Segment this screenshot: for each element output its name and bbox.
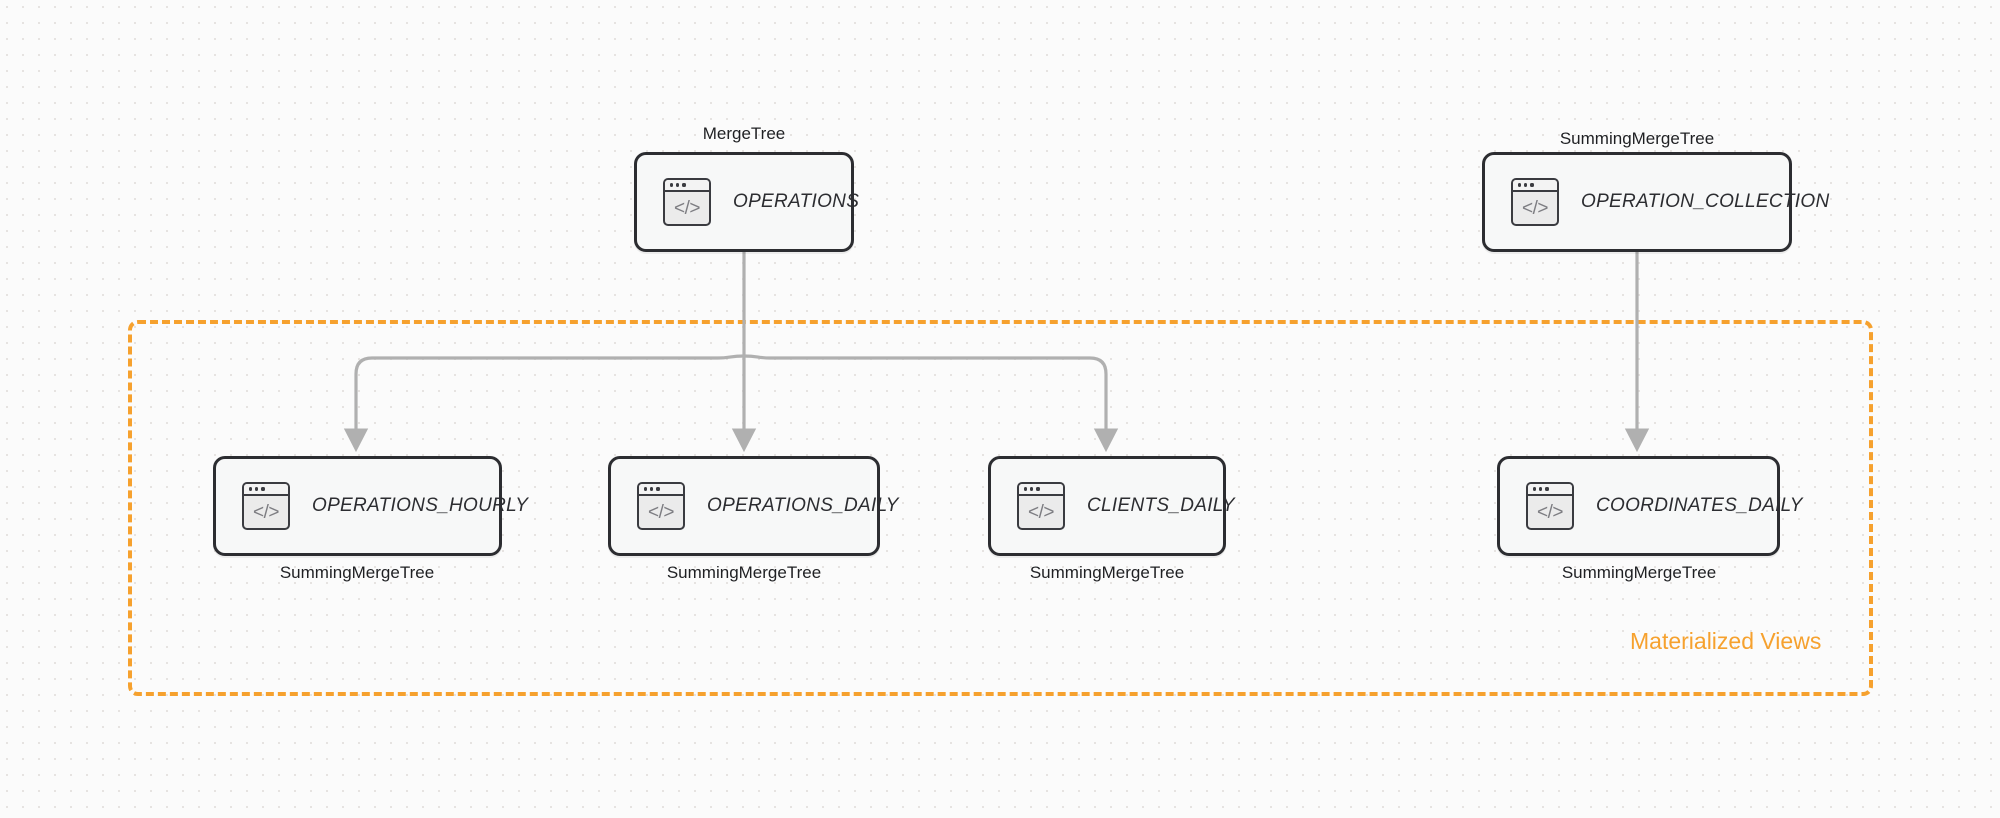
- caption-operations-hourly-engine: SummingMergeTree: [279, 563, 435, 582]
- icon-dot: [1539, 487, 1543, 491]
- icon-dot: [1030, 487, 1034, 491]
- icon-code-glyph: </>: [1522, 197, 1548, 219]
- caption-coordinates-daily-engine: SummingMergeTree: [1561, 563, 1717, 582]
- materialized-views-group-label: Materialized Views: [1630, 628, 1822, 654]
- icon-dot: [1518, 183, 1522, 187]
- node-label-operation-collection: OPERATION_COLLECTION: [1581, 191, 1830, 212]
- node-clients-daily[interactable]: </> CLIENTS_DAILY: [988, 456, 1235, 556]
- icon-dot: [670, 183, 674, 187]
- code-window-icon: </>: [663, 178, 711, 226]
- node-operations-hourly[interactable]: </> OPERATIONS_HOURLY: [213, 456, 528, 556]
- icon-dot: [656, 487, 660, 491]
- node-label-clients-daily: CLIENTS_DAILY: [1087, 495, 1235, 516]
- node-coordinates-daily[interactable]: </> COORDINATES_DAILY: [1497, 456, 1802, 556]
- node-label-operations: OPERATIONS: [733, 191, 860, 212]
- code-window-icon: </>: [1017, 482, 1065, 530]
- icon-dot: [1524, 183, 1528, 187]
- icon-dot: [1545, 487, 1549, 491]
- code-window-icon: </>: [637, 482, 685, 530]
- icon-dot: [249, 487, 253, 491]
- caption-clients-daily-engine: SummingMergeTree: [1029, 563, 1185, 582]
- icon-titlebar: [639, 484, 683, 496]
- icon-dot: [1533, 487, 1537, 491]
- icon-titlebar: [1513, 180, 1557, 192]
- icon-dot: [1024, 487, 1028, 491]
- icon-dot: [255, 487, 259, 491]
- node-label-coordinates-daily: COORDINATES_DAILY: [1596, 495, 1803, 516]
- icon-dot: [682, 183, 686, 187]
- icon-titlebar: [244, 484, 288, 496]
- icon-code-glyph: </>: [1028, 501, 1054, 523]
- code-window-icon: </>: [1511, 178, 1559, 226]
- icon-dot: [650, 487, 654, 491]
- icon-titlebar: [1019, 484, 1063, 496]
- icon-dot: [676, 183, 680, 187]
- caption-operation-collection-engine: SummingMergeTree: [1559, 129, 1715, 148]
- icon-dot: [1036, 487, 1040, 491]
- icon-code-glyph: </>: [674, 197, 700, 219]
- icon-code-glyph: </>: [1537, 501, 1563, 523]
- icon-dot: [1530, 183, 1534, 187]
- node-operations[interactable]: </> OPERATIONS: [634, 152, 859, 252]
- node-label-operations-hourly: OPERATIONS_HOURLY: [312, 495, 529, 516]
- code-window-icon: </>: [1526, 482, 1574, 530]
- caption-operations-engine: MergeTree: [702, 124, 786, 143]
- caption-operations-daily-engine: SummingMergeTree: [666, 563, 822, 582]
- materialized-views-group-frame: [128, 320, 1873, 696]
- icon-titlebar: [665, 180, 709, 192]
- node-operation-collection[interactable]: </> OPERATION_COLLECTION: [1482, 152, 1829, 252]
- code-window-icon: </>: [242, 482, 290, 530]
- node-label-operations-daily: OPERATIONS_DAILY: [707, 495, 899, 516]
- icon-dot: [261, 487, 265, 491]
- icon-code-glyph: </>: [648, 501, 674, 523]
- icon-code-glyph: </>: [253, 501, 279, 523]
- icon-titlebar: [1528, 484, 1572, 496]
- node-operations-daily[interactable]: </> OPERATIONS_DAILY: [608, 456, 898, 556]
- icon-dot: [644, 487, 648, 491]
